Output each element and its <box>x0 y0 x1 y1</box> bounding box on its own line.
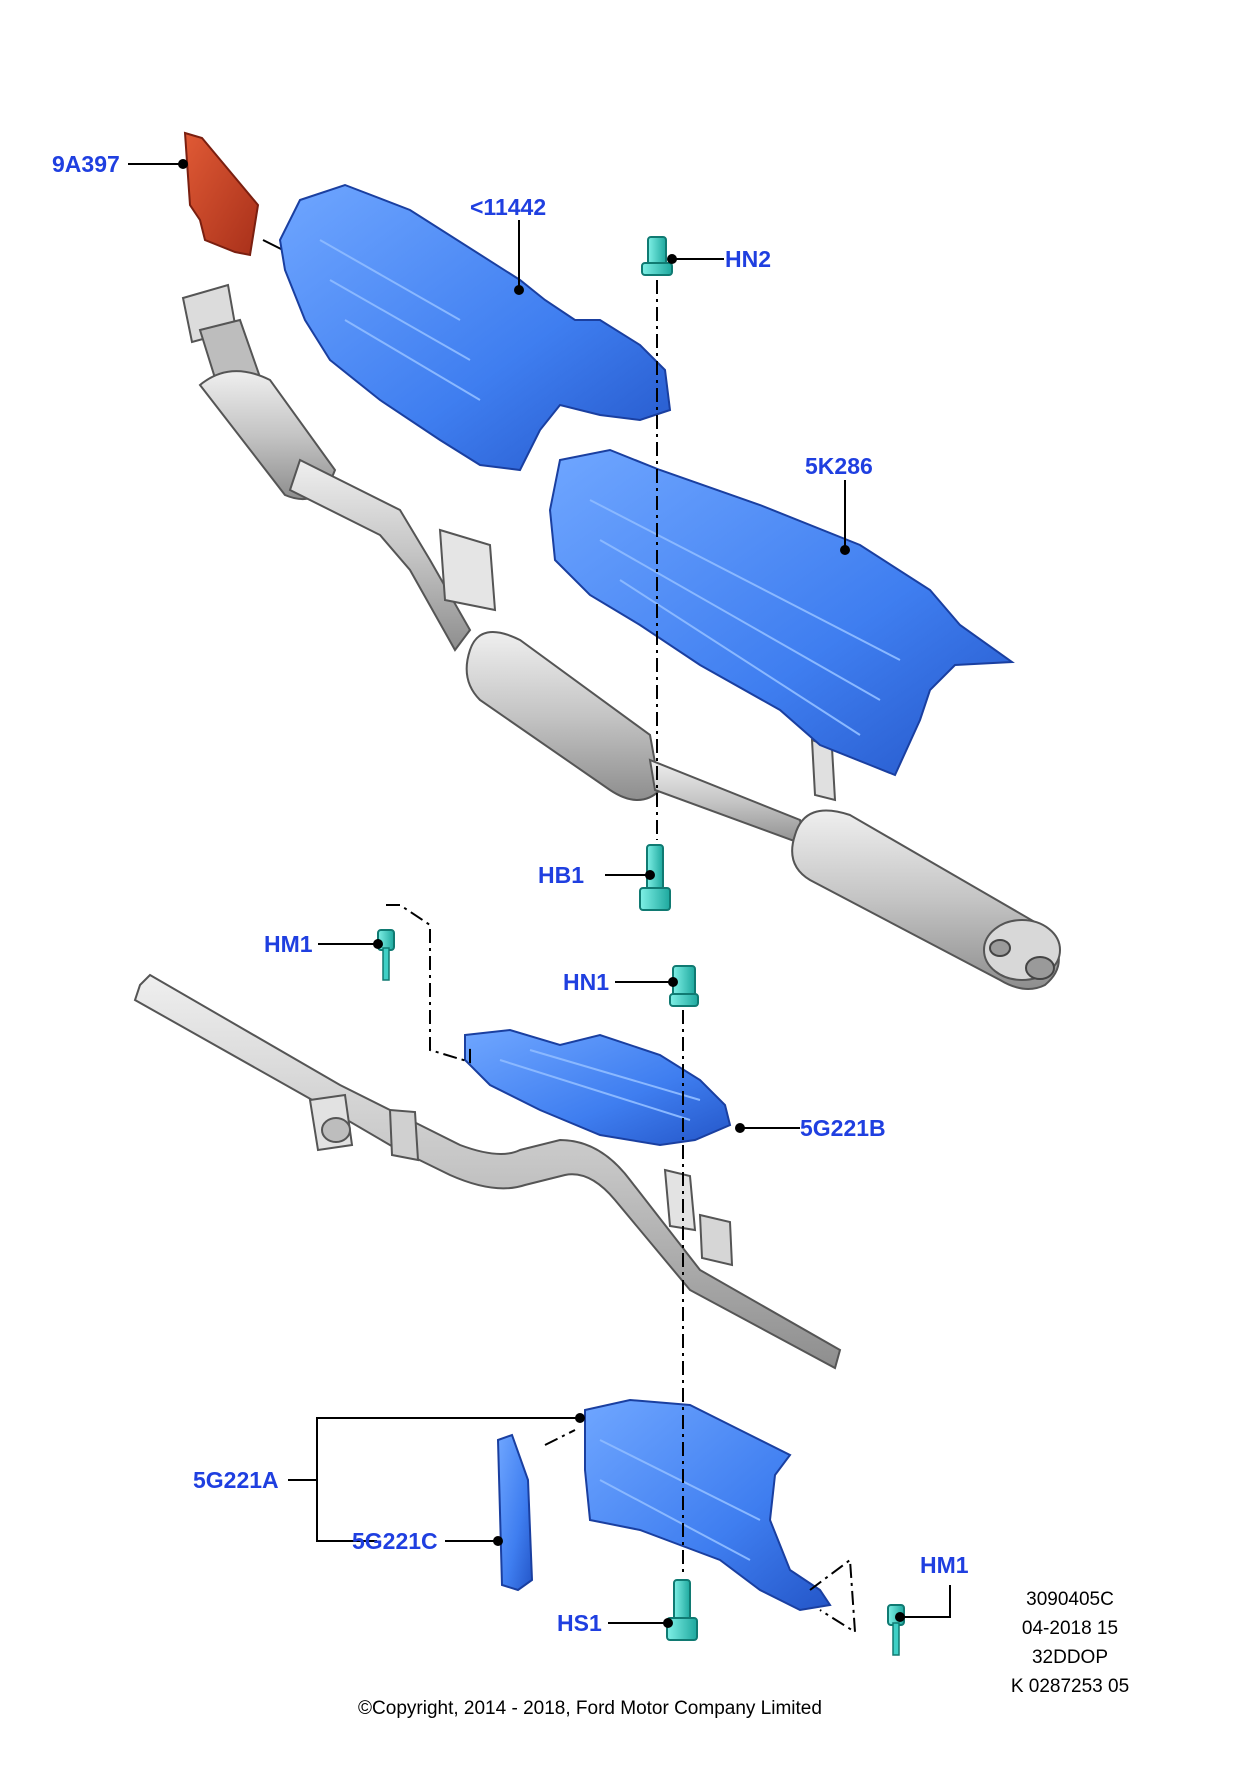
info-line-2: 04-2018 15 <box>1022 1618 1118 1639</box>
callout-11442: <11442 <box>470 194 546 220</box>
callout-labels: 9A397 <11442 HN2 5K286 HB1 HM1 HN1 5G221… <box>52 151 969 1636</box>
callout-hs1: HS1 <box>557 1610 602 1636</box>
callout-hn2: HN2 <box>725 246 771 272</box>
callout-5g221c: 5G221C <box>352 1528 438 1554</box>
callout-hb1: HB1 <box>538 862 584 888</box>
heat-shield-5g221b <box>464 1028 732 1147</box>
heat-shield-5g221c <box>496 1433 534 1592</box>
heat-shield-11442 <box>278 183 672 472</box>
callout-5g221b: 5G221B <box>800 1115 886 1141</box>
info-line-3: 32DDOP <box>1032 1647 1108 1668</box>
heat-shield-9a397 <box>183 131 260 257</box>
info-line-4: K 0287253 05 <box>1011 1676 1129 1697</box>
fastener-hn2 <box>641 236 673 276</box>
upper-exhaust-assembly <box>181 283 1061 990</box>
fastener-hb1 <box>639 844 671 911</box>
fastener-hm1-top <box>377 929 395 981</box>
assembly-center-lines <box>386 280 857 1634</box>
callout-hn1: HN1 <box>563 969 609 995</box>
info-line-1: 3090405C <box>1026 1589 1114 1610</box>
callout-5k286: 5K286 <box>805 453 873 479</box>
callout-9a397: 9A397 <box>52 151 120 177</box>
drawing-info-block: 3090405C 04-2018 15 32DDOP K 0287253 05 <box>1011 1589 1129 1697</box>
callout-5g221a: 5G221A <box>193 1467 279 1493</box>
fastener-hn1 <box>669 965 699 1007</box>
9a397-hint-line <box>262 239 284 251</box>
heat-shield-5k286 <box>548 448 1015 777</box>
callout-hm1-top: HM1 <box>264 931 313 957</box>
heat-shield-5g221a <box>584 1398 832 1612</box>
leader-lines <box>128 163 951 1624</box>
leader-dots <box>178 159 905 1628</box>
callout-hm1-bottom: HM1 <box>920 1552 969 1578</box>
lower-exhaust-pipe <box>133 973 842 1370</box>
fastener-hs1 <box>666 1579 698 1641</box>
copyright-notice: ©Copyright, 2014 - 2018, Ford Motor Comp… <box>358 1698 822 1719</box>
